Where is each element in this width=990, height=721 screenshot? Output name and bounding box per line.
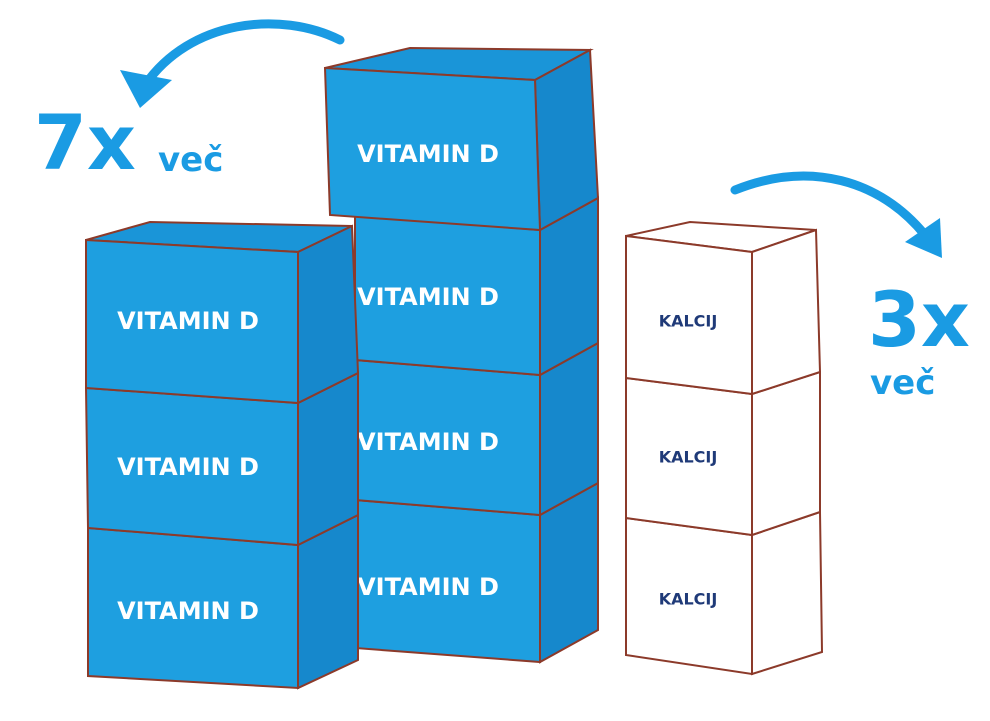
kalcij-stack: KALCIJ KALCIJ KALCIJ	[625, 220, 824, 676]
vitamin-stack-left: VITAMIN D VITAMIN D VITAMIN D	[84, 220, 360, 690]
right-word: več	[870, 363, 936, 403]
vitamin-box-middle-2: VITAMIN D	[354, 196, 599, 377]
kalcij-box-label: KALCIJ	[659, 448, 718, 467]
vitamin-box-label: VITAMIN D	[357, 283, 499, 311]
curved-arrow-right-icon	[730, 171, 942, 258]
vitamin-box-label: VITAMIN D	[117, 597, 259, 625]
vitamin-box-middle-4: VITAMIN D	[354, 481, 599, 664]
kalcij-box-2: KALCIJ	[625, 370, 821, 537]
kalcij-box-3: KALCIJ	[625, 510, 824, 676]
vitamin-box-label: VITAMIN D	[357, 428, 499, 456]
vitamin-box-label: VITAMIN D	[357, 140, 499, 168]
right-multiplier: 3x	[868, 275, 970, 364]
vitamin-box-middle-1: VITAMIN D	[323, 46, 600, 232]
vitamin-box-left-1: VITAMIN D	[85, 220, 360, 405]
curved-arrow-left-icon	[120, 19, 345, 108]
vitamin-box-label: VITAMIN D	[117, 453, 259, 481]
left-word: več	[158, 140, 224, 180]
vitamin-stack-middle: VITAMIN D VITAMIN D VITAMIN D VITAMIN D	[323, 46, 600, 664]
vitamin-box-label: VITAMIN D	[117, 307, 259, 335]
kalcij-box-label: KALCIJ	[659, 312, 718, 331]
vitamin-box-middle-3: VITAMIN D	[354, 341, 599, 517]
kalcij-box-1: KALCIJ	[625, 220, 822, 396]
vitamin-box-label: VITAMIN D	[357, 573, 499, 601]
vitamin-box-left-3: VITAMIN D	[87, 513, 359, 690]
left-multiplier: 7x	[34, 98, 136, 187]
vitamin-box-left-2: VITAMIN D	[84, 371, 359, 547]
kalcij-box-label: KALCIJ	[659, 590, 718, 609]
